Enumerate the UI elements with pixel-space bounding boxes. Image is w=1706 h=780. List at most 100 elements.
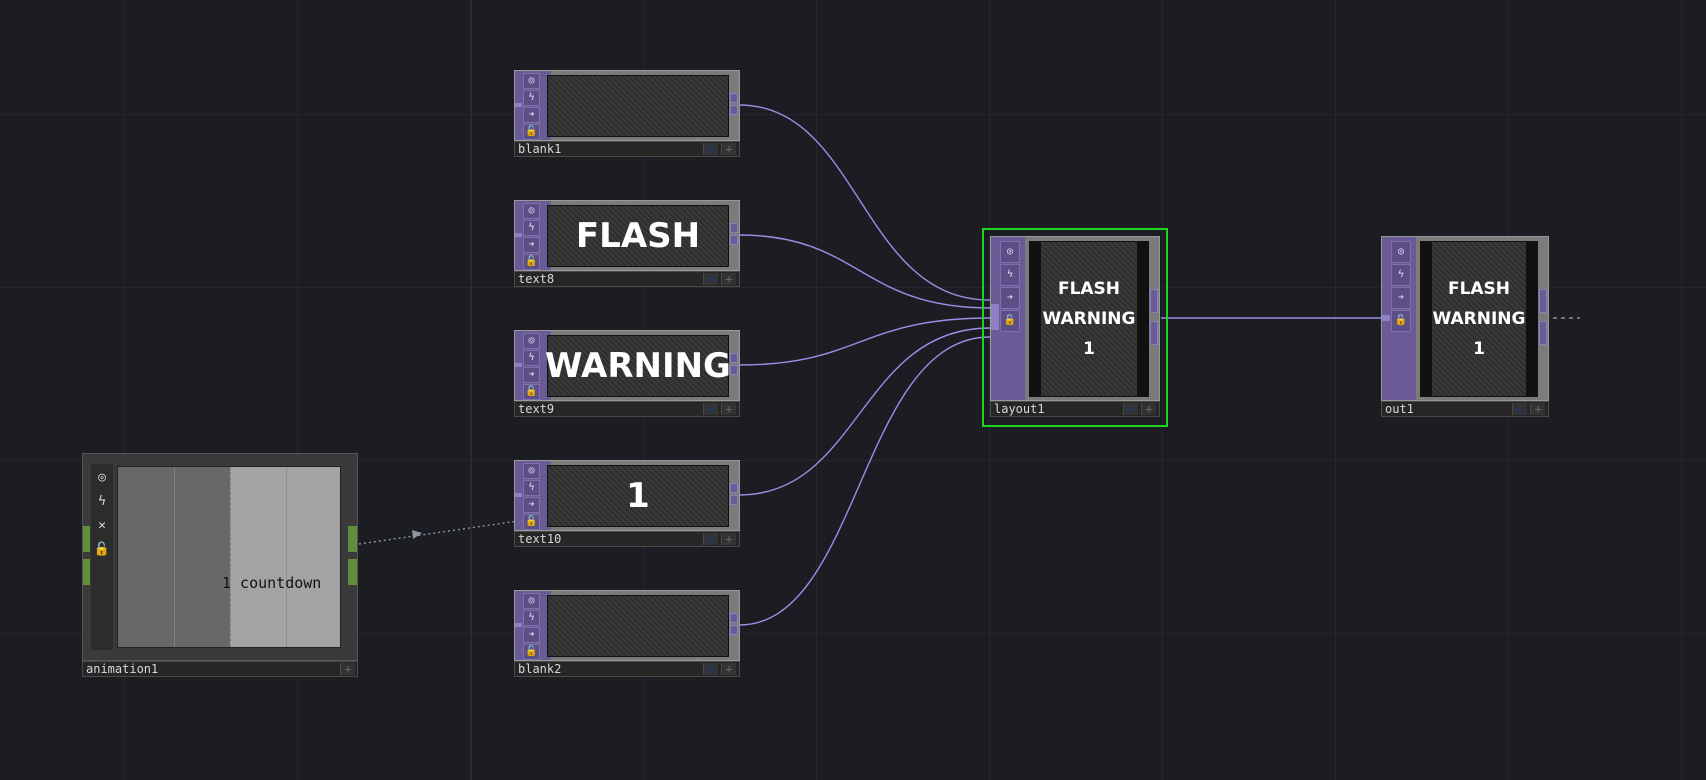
viewer-icon[interactable]: ◎ bbox=[523, 203, 540, 219]
input-connector[interactable] bbox=[1382, 315, 1390, 321]
plus-icon[interactable]: + bbox=[721, 403, 736, 415]
arrow-icon[interactable]: ➔ bbox=[523, 627, 540, 643]
viewer-toggle-icon[interactable] bbox=[703, 533, 718, 545]
lock-icon[interactable]: 🔓 bbox=[1391, 310, 1411, 332]
input-connector[interactable] bbox=[515, 363, 522, 367]
output-connector[interactable] bbox=[730, 625, 738, 635]
bypass-icon[interactable]: ϟ bbox=[1391, 264, 1411, 286]
node-name-bar[interactable]: out1 + bbox=[1381, 401, 1549, 417]
plus-icon[interactable]: + bbox=[1530, 403, 1545, 415]
viewer-icon[interactable]: ◎ bbox=[523, 333, 540, 349]
arrow-icon[interactable]: ➔ bbox=[523, 367, 540, 383]
input-connector[interactable] bbox=[515, 493, 522, 497]
viewer-icon[interactable]: ◎ bbox=[523, 73, 540, 89]
plus-icon[interactable]: + bbox=[721, 663, 736, 675]
bypass-icon[interactable]: ϟ bbox=[523, 90, 540, 106]
arrow-icon[interactable]: ➔ bbox=[523, 107, 540, 123]
output-connector[interactable] bbox=[1150, 321, 1158, 345]
node-body[interactable]: ◎ ϟ ➔ 🔓 1 bbox=[514, 460, 740, 531]
output-connector[interactable] bbox=[730, 223, 738, 233]
input-connector[interactable] bbox=[515, 623, 522, 627]
lock-icon[interactable]: 🔓 bbox=[523, 384, 540, 400]
lock-icon[interactable]: 🔓 bbox=[523, 514, 540, 530]
viewer-toggle-icon[interactable] bbox=[703, 143, 718, 155]
output-connector[interactable] bbox=[730, 93, 738, 103]
output-connector[interactable] bbox=[1539, 289, 1547, 313]
bypass-icon[interactable]: ϟ bbox=[523, 480, 540, 496]
bypass-icon[interactable]: ϟ bbox=[523, 220, 540, 236]
viewer-icon[interactable]: ◎ bbox=[1391, 241, 1411, 263]
wire-blank1-layout1 bbox=[738, 104, 991, 301]
node-name-bar[interactable]: layout1 + bbox=[990, 401, 1160, 417]
bypass-icon[interactable]: ϟ bbox=[98, 494, 106, 509]
arrow-icon[interactable]: ➔ bbox=[523, 237, 540, 253]
output-connector[interactable] bbox=[1150, 289, 1158, 313]
bypass-icon[interactable]: ϟ bbox=[523, 610, 540, 626]
lock-icon[interactable]: 🔓 bbox=[1000, 310, 1020, 332]
node-name-bar[interactable]: text10 + bbox=[514, 531, 740, 547]
node-name-bar[interactable]: text8 + bbox=[514, 271, 740, 287]
viewer-icon[interactable]: ◎ bbox=[1000, 241, 1020, 263]
input-connector[interactable] bbox=[83, 526, 90, 552]
arrow-icon[interactable]: ➔ bbox=[1000, 287, 1020, 309]
node-body[interactable]: ◎ ϟ ➔ 🔓 bbox=[514, 590, 740, 661]
output-connector[interactable] bbox=[1539, 321, 1547, 345]
plus-icon[interactable]: + bbox=[1141, 403, 1156, 415]
node-name-bar[interactable]: blank1 + bbox=[514, 141, 740, 157]
viewer-line: FLASH bbox=[1447, 279, 1511, 299]
output-connector[interactable] bbox=[348, 526, 357, 552]
lock-icon[interactable]: 🔓 bbox=[523, 254, 540, 270]
input-connector[interactable] bbox=[515, 233, 522, 237]
lock-icon[interactable]: 🔓 bbox=[523, 124, 540, 140]
viewer-toggle-icon[interactable] bbox=[1512, 403, 1527, 415]
viewer-toggle-icon[interactable] bbox=[1123, 403, 1138, 415]
viewer-toggle-icon[interactable] bbox=[703, 403, 718, 415]
viewer-toggle-icon[interactable] bbox=[703, 663, 718, 675]
input-connector[interactable] bbox=[991, 304, 999, 330]
node-viewer: 1 bbox=[547, 465, 729, 527]
node-body[interactable]: ◎ ϟ ➔ 🔓 WARNING bbox=[514, 330, 740, 401]
node-body[interactable]: ◎ ϟ ➔ 🔓 FLASH bbox=[514, 200, 740, 271]
output-connector[interactable] bbox=[730, 495, 738, 505]
node-body[interactable]: ◎ ϟ ✕ 🔓 1 countdown bbox=[82, 453, 358, 661]
node-name-bar[interactable]: blank2 + bbox=[514, 661, 740, 677]
plus-icon[interactable]: + bbox=[721, 273, 736, 285]
canvas-guide-line bbox=[471, 0, 472, 780]
output-connector[interactable] bbox=[348, 559, 357, 585]
output-connector[interactable] bbox=[730, 483, 738, 493]
selection-highlight bbox=[982, 228, 1168, 427]
node-name: text10 bbox=[518, 532, 562, 546]
viewer-icon[interactable]: ◎ bbox=[523, 463, 540, 479]
viewer-icon[interactable]: ◎ bbox=[523, 593, 540, 609]
viewer-toggle-icon[interactable] bbox=[703, 273, 718, 285]
node-body[interactable]: ◎ ϟ ➔ 🔓 FLASH WARNING 1 bbox=[1381, 236, 1549, 401]
output-connector[interactable] bbox=[730, 365, 738, 375]
output-connector[interactable] bbox=[730, 353, 738, 363]
node-body[interactable]: ◎ ϟ ➔ 🔓 FLASH WARNING 1 bbox=[990, 236, 1160, 401]
output-connector[interactable] bbox=[730, 235, 738, 245]
bypass-icon[interactable]: ϟ bbox=[523, 350, 540, 366]
node-name: text8 bbox=[518, 272, 555, 286]
plus-icon[interactable]: + bbox=[721, 143, 736, 155]
input-connector[interactable] bbox=[83, 559, 90, 585]
plus-icon[interactable]: + bbox=[721, 533, 736, 545]
node-viewer: FLASH bbox=[547, 205, 729, 267]
node-name: text9 bbox=[518, 402, 555, 416]
lock-icon[interactable]: 🔓 bbox=[523, 644, 540, 660]
lock-icon[interactable]: 🔓 bbox=[93, 542, 111, 557]
output-connector[interactable] bbox=[730, 613, 738, 623]
node-name-bar[interactable]: text9 + bbox=[514, 401, 740, 417]
input-connector[interactable] bbox=[515, 103, 522, 107]
viewer-icon[interactable]: ◎ bbox=[98, 470, 106, 485]
viewer-line: WARNING bbox=[1042, 309, 1136, 329]
bypass-icon[interactable]: ϟ bbox=[1000, 264, 1020, 286]
viewer-line: 1 bbox=[1473, 339, 1485, 359]
plus-icon[interactable]: + bbox=[340, 663, 355, 675]
node-name-bar[interactable]: animation1 + bbox=[82, 661, 358, 677]
close-icon[interactable]: ✕ bbox=[98, 518, 106, 533]
node-body[interactable]: ◎ ϟ ➔ 🔓 bbox=[514, 70, 740, 141]
arrow-icon[interactable]: ➔ bbox=[523, 497, 540, 513]
output-connector[interactable] bbox=[730, 105, 738, 115]
arrow-icon[interactable]: ➔ bbox=[1391, 287, 1411, 309]
